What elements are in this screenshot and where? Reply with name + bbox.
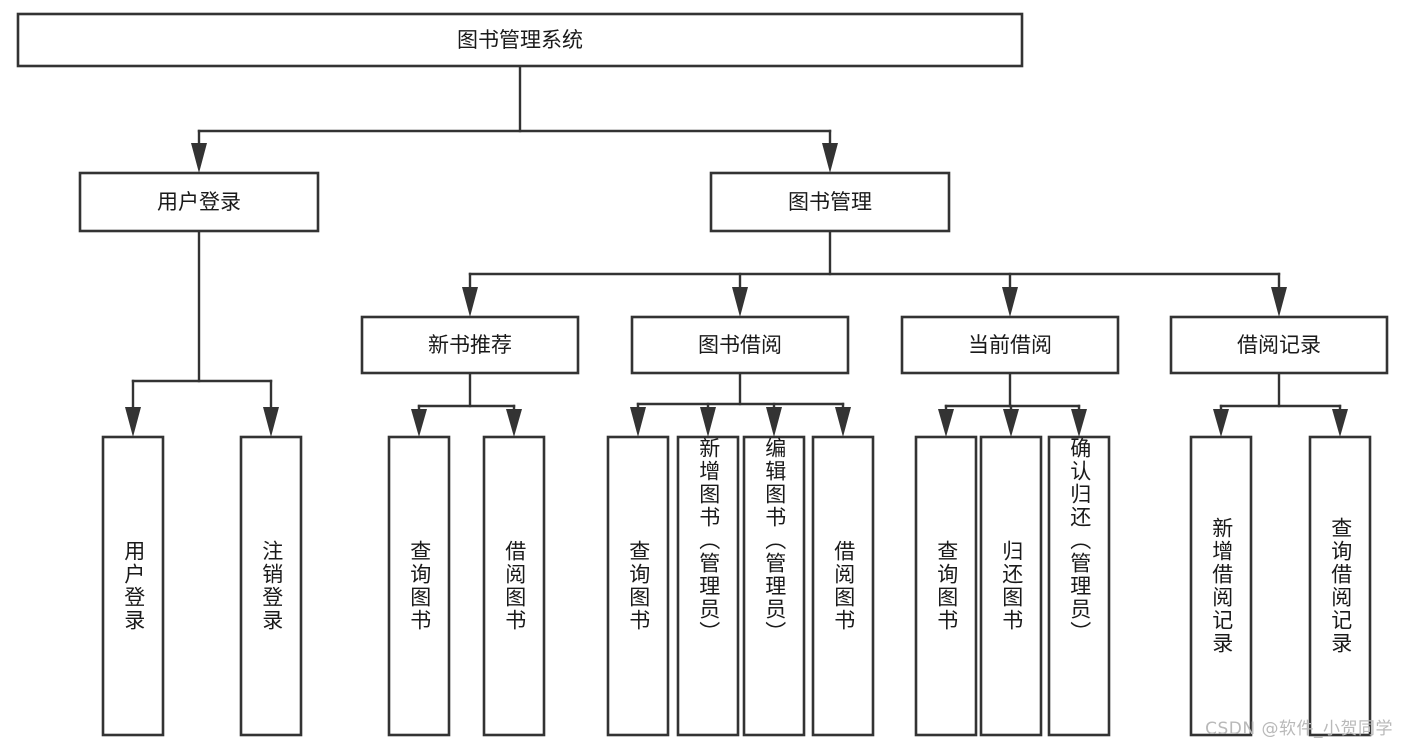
node-new-book-recommend[interactable]: 新书推荐: [360, 315, 580, 375]
arrow-l3-book-borrow: [732, 287, 748, 317]
arrow-l3-borrow-record: [1271, 287, 1287, 317]
leaf-box-user-login-1[interactable]: [101, 435, 165, 737]
arrow-book-borrow-leaf-2: [700, 407, 716, 437]
arrow-current-borrow-leaf-1: [938, 409, 954, 437]
node-book-manage-label: 图书管理: [788, 190, 872, 214]
arrow-user-login-leaf-2: [263, 407, 279, 437]
leaf-box-book-borrow-2[interactable]: [676, 435, 740, 737]
node-user-login-box[interactable]: [78, 171, 320, 233]
node-book-borrow-box[interactable]: [630, 315, 850, 375]
arrow-borrow-record-leaf-2: [1332, 409, 1348, 437]
node-book-borrow-label: 图书借阅: [698, 333, 782, 357]
connector-book-manage-to-level3: [462, 229, 1287, 317]
leaf-box-current-borrow-2[interactable]: [979, 435, 1043, 737]
leaf-box-current-borrow-1[interactable]: [914, 435, 978, 737]
node-borrow-record-box[interactable]: [1169, 315, 1389, 375]
csdn-watermark: CSDN @软件_小贺同学: [1205, 719, 1393, 739]
node-book-manage-box[interactable]: [709, 171, 951, 233]
arrow-new-book-leaf-1: [411, 409, 427, 437]
node-book-borrow[interactable]: 图书借阅: [630, 315, 850, 375]
leaf-box-borrow-record-2[interactable]: [1308, 435, 1372, 737]
arrow-book-borrow-leaf-4: [835, 407, 851, 437]
arrow-new-book-leaf-2: [506, 409, 522, 437]
node-user-login[interactable]: 用户登录: [78, 171, 320, 233]
node-new-book-recommend-label: 新书推荐: [428, 333, 512, 357]
leaf-box-book-borrow-4[interactable]: [811, 435, 875, 737]
leaf-box-borrow-record-1[interactable]: [1189, 435, 1253, 737]
node-root-box[interactable]: [16, 12, 1024, 68]
connector-book-borrow-to-leaves: [630, 371, 851, 437]
node-borrow-record[interactable]: 借阅记录: [1169, 315, 1389, 375]
leaf-box-book-borrow-1[interactable]: [606, 435, 670, 737]
connector-current-borrow-to-leaves: [938, 371, 1087, 437]
leaf-box-book-borrow-3[interactable]: [742, 435, 806, 737]
node-book-manage[interactable]: 图书管理: [709, 171, 951, 233]
arrow-to-user-login: [191, 143, 207, 173]
leaf-box-user-login-2[interactable]: [239, 435, 303, 737]
arrow-l3-new-book: [462, 287, 478, 317]
leaf-box-new-book-2[interactable]: [482, 435, 546, 737]
arrow-book-borrow-leaf-1: [630, 407, 646, 437]
node-borrow-record-label: 借阅记录: [1237, 333, 1321, 357]
node-current-borrow-label: 当前借阅: [968, 333, 1052, 357]
node-root-label: 图书管理系统: [457, 28, 583, 52]
connector-user-login-to-leaves: [125, 229, 279, 437]
node-new-book-recommend-box[interactable]: [360, 315, 580, 375]
leaf-box-new-book-1[interactable]: [387, 435, 451, 737]
connector-borrow-record-to-leaves: [1213, 371, 1348, 437]
arrow-to-book-manage: [822, 143, 838, 173]
arrow-user-login-leaf-1: [125, 407, 141, 437]
node-user-login-label: 用户登录: [157, 190, 241, 214]
connector-new-book-to-leaves: [411, 371, 522, 437]
arrow-l3-current-borrow: [1002, 287, 1018, 317]
leaf-box-current-borrow-3[interactable]: [1047, 435, 1111, 737]
node-root[interactable]: 图书管理系统: [16, 12, 1024, 68]
arrow-current-borrow-leaf-3: [1071, 409, 1087, 437]
node-current-borrow[interactable]: 当前借阅: [900, 315, 1120, 375]
arrow-current-borrow-leaf-2: [1003, 409, 1019, 437]
connector-root-to-level2: [191, 64, 838, 173]
node-current-borrow-box[interactable]: [900, 315, 1120, 375]
arrow-book-borrow-leaf-3: [766, 407, 782, 437]
arrow-borrow-record-leaf-1: [1213, 409, 1229, 437]
